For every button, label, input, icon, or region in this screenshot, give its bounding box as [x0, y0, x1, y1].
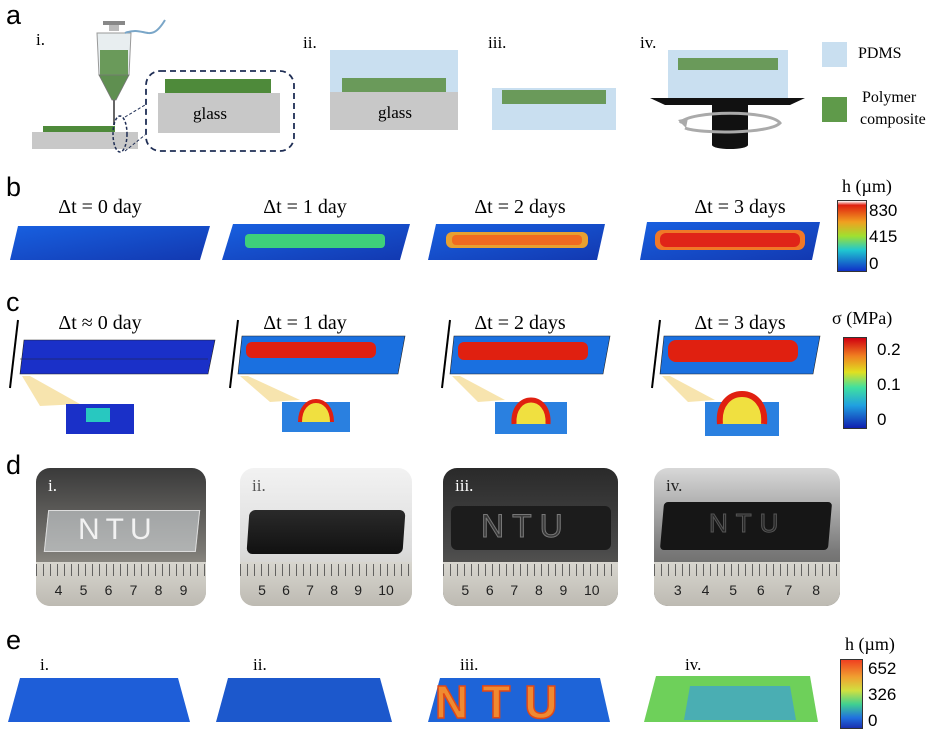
legend-polymer-swatch	[822, 97, 847, 122]
colorbar-b	[837, 200, 867, 272]
panel-b-time-3: Δt = 2 days	[474, 196, 566, 218]
panel-b-time-4: Δt = 3 days	[694, 196, 786, 218]
legend-pdms-swatch	[822, 42, 847, 67]
panel-a-step-4: iv.	[640, 33, 657, 52]
photo-3-label: iii.	[455, 476, 474, 495]
photo-1-text: NTU	[78, 513, 158, 546]
panel-e-step-1: i.	[40, 655, 49, 674]
panel-b-time-2: Δt = 1 day	[263, 196, 347, 218]
glass-label-1: glass	[193, 104, 227, 123]
peeled-schematic	[492, 88, 616, 130]
panel-b-time-1: Δt = 0 day	[58, 196, 142, 218]
colorbar-c-tick-mid: 0.1	[877, 375, 901, 394]
colorbar-b-tick-min: 0	[869, 254, 879, 273]
panel-c-time-3: Δt = 2 days	[474, 312, 566, 334]
panel-a-label: a	[6, 0, 22, 30]
colorbar-b-tick-mid: 415	[869, 227, 898, 246]
legend-pdms-label: PDMS	[858, 45, 902, 62]
colorbar-c-title: σ (MPa)	[832, 308, 893, 328]
height-map-e-2	[216, 678, 392, 722]
photo-1-label: i.	[48, 476, 57, 495]
glass-label-2: glass	[378, 103, 412, 122]
panel-e-step-3: iii.	[460, 655, 479, 674]
colorbar-e-tick-mid: 326	[868, 685, 897, 704]
panel-e-step-2: ii.	[253, 655, 267, 674]
panel-c-time-1: Δt ≈ 0 day	[58, 312, 142, 334]
photo-3-text: NTU	[481, 508, 571, 545]
stress-sim-3days	[651, 319, 821, 436]
height-maps-b	[10, 222, 820, 260]
printing-schematic	[32, 19, 295, 153]
height-map-e-3: NTU	[428, 676, 610, 728]
panel-b-label: b	[6, 172, 22, 202]
colorbar-b-tick-max: 830	[869, 201, 898, 220]
colorbar-e-tick-max: 652	[868, 659, 897, 678]
height-map-e-4	[644, 676, 818, 722]
photo-4-label: iv.	[666, 476, 683, 495]
colorbar-e	[840, 659, 863, 729]
photo-4-text: NTU	[708, 508, 787, 539]
colorbar-c-tick-max: 0.2	[877, 340, 901, 359]
legend-polymer-label-1: Polymer	[862, 89, 917, 106]
legend-polymer-label-2: composite	[860, 111, 926, 128]
height-map-e-3-letters: NTU	[435, 676, 572, 728]
rotation-schematic	[650, 50, 805, 149]
panel-d-label: d	[6, 450, 22, 480]
colorbar-e-title: h (µm)	[845, 634, 895, 654]
panel-c-label: c	[6, 287, 20, 317]
panel-c-time-4: Δt = 3 days	[694, 312, 786, 334]
height-maps-e: NTU	[8, 676, 818, 728]
photo-2-label: ii.	[252, 476, 266, 495]
colorbar-c	[843, 337, 867, 429]
panel-a-step-2: ii.	[303, 33, 317, 52]
colorbar-c-tick-min: 0	[877, 410, 887, 429]
pdms-cast-schematic	[330, 50, 458, 130]
height-map-0day	[10, 226, 210, 260]
panel-a-step-3: iii.	[488, 33, 507, 52]
panel-e-label: e	[6, 625, 22, 655]
panel-e-step-4: iv.	[685, 655, 702, 674]
height-map-e-1	[8, 678, 190, 722]
stress-maps-c	[9, 319, 821, 436]
panel-a-step-1: i.	[36, 30, 45, 49]
panel-c-time-2: Δt = 1 day	[263, 312, 347, 334]
colorbar-b-title: h (µm)	[842, 176, 892, 196]
stress-sim-0day	[9, 319, 216, 434]
stress-sim-2days	[441, 319, 611, 434]
stress-sim-1day	[229, 319, 406, 432]
colorbar-e-tick-min: 0	[868, 711, 878, 730]
